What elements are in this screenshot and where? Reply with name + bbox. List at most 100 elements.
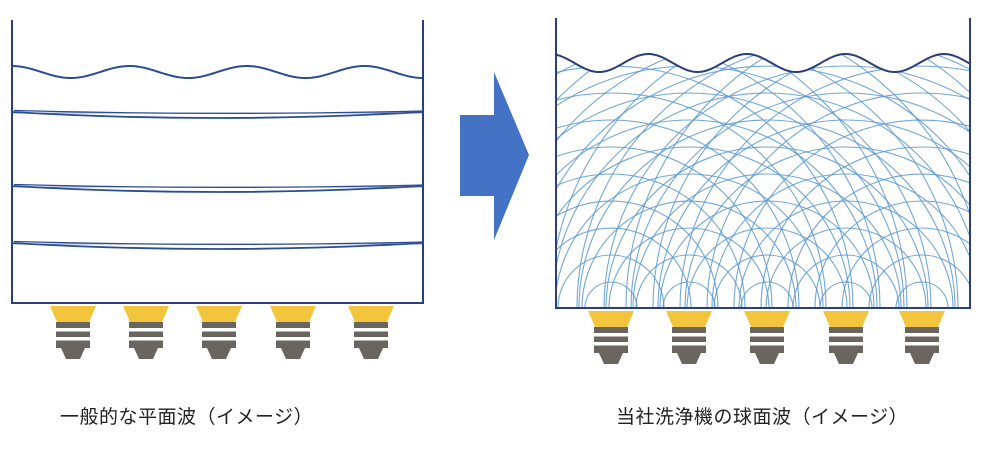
transducer-band bbox=[905, 333, 939, 337]
spherical-wave-arc bbox=[895, 281, 949, 308]
spherical-wave-arc bbox=[556, 54, 959, 308]
transducer-band bbox=[672, 342, 706, 346]
transducer-body bbox=[129, 322, 163, 348]
transducer-tip bbox=[207, 348, 231, 359]
left-panel-plane-wave bbox=[11, 20, 424, 359]
spherical-wave-arc bbox=[711, 173, 970, 308]
spherical-wave-arc bbox=[740, 281, 794, 308]
spherical-wave-arc bbox=[605, 146, 929, 308]
right-container-outline bbox=[555, 18, 971, 309]
spherical-wave-arc bbox=[556, 173, 746, 308]
spherical-wave-arc bbox=[733, 119, 970, 308]
spherical-wave-arc bbox=[581, 200, 797, 308]
spherical-wave-arc bbox=[713, 254, 821, 308]
spherical-wave-arc bbox=[630, 92, 970, 308]
transducer-tip bbox=[677, 353, 701, 364]
transducer-band bbox=[594, 333, 628, 337]
spherical-wave-arc bbox=[556, 92, 970, 308]
spherical-wave-arc bbox=[652, 54, 970, 308]
transducer-band bbox=[202, 337, 236, 341]
left-transducer bbox=[196, 306, 242, 359]
transducer-band bbox=[829, 342, 863, 346]
spherical-wave-arc bbox=[787, 173, 970, 308]
left-transducer bbox=[123, 306, 169, 359]
spherical-wave-arc bbox=[557, 254, 665, 308]
spherical-wave-arc bbox=[814, 200, 970, 308]
spherical-wave-arc bbox=[556, 54, 908, 308]
transducer-cap bbox=[744, 311, 790, 327]
transducer-body bbox=[829, 327, 863, 353]
transducer-band bbox=[354, 328, 388, 332]
plane-wavefront bbox=[11, 109, 424, 119]
transducer-band bbox=[276, 337, 310, 341]
spherical-wave-arc bbox=[632, 173, 902, 308]
transducer-band bbox=[129, 337, 163, 341]
transducer-cap bbox=[666, 311, 712, 327]
transducer-tip bbox=[61, 348, 85, 359]
spherical-wave-arc bbox=[657, 119, 970, 308]
transducer-cap bbox=[588, 311, 634, 327]
spherical-wave-arc bbox=[556, 54, 970, 308]
left-transducer bbox=[270, 306, 316, 359]
transducer-body bbox=[905, 327, 939, 353]
caption-spherical-wave: 当社洗浄機の球面波（イメージ） bbox=[616, 406, 909, 428]
spherical-wave-arc bbox=[841, 227, 970, 308]
transducer-band bbox=[829, 333, 863, 337]
spherical-wave-arc bbox=[608, 227, 770, 308]
transducer-cap bbox=[348, 306, 394, 322]
spherical-wave-arc bbox=[765, 227, 927, 308]
transducer-cap bbox=[50, 306, 96, 322]
transducer-tip bbox=[910, 353, 934, 364]
transducer-band bbox=[672, 333, 706, 337]
spherical-wave-arc bbox=[679, 65, 970, 308]
transducer-band bbox=[56, 337, 90, 341]
transducer-tip bbox=[134, 348, 158, 359]
right-transducer bbox=[823, 311, 869, 364]
spherical-wave-arc bbox=[684, 146, 970, 308]
left-surface-wave bbox=[11, 64, 423, 80]
plane-wavefront bbox=[11, 240, 424, 250]
transducer-tip bbox=[359, 348, 383, 359]
transducer-band bbox=[276, 328, 310, 332]
spherical-wave-arc bbox=[556, 65, 970, 308]
transducer-body bbox=[202, 322, 236, 348]
spherical-wave-arc bbox=[760, 146, 970, 308]
right-surface-wave bbox=[555, 52, 971, 74]
spherical-wavefronts bbox=[556, 54, 970, 308]
transducer-cap bbox=[270, 306, 316, 322]
spherical-wave-arc bbox=[556, 200, 719, 308]
transducer-cap bbox=[196, 306, 242, 322]
transducer-band bbox=[750, 342, 784, 346]
transducer-tip bbox=[599, 353, 623, 364]
transducer-band bbox=[202, 328, 236, 332]
left-transducer bbox=[50, 306, 96, 359]
spherical-wave-arc bbox=[556, 119, 800, 308]
right-transducer bbox=[666, 311, 712, 364]
transition-arrow bbox=[460, 72, 529, 240]
transducer-tip bbox=[755, 353, 779, 364]
spherical-wave-arc bbox=[556, 54, 970, 308]
transducer-band bbox=[129, 328, 163, 332]
spherical-wave-arc bbox=[625, 54, 970, 308]
transducer-body bbox=[672, 327, 706, 353]
transducer-band bbox=[905, 342, 939, 346]
left-transducer bbox=[348, 306, 394, 359]
plane-wavefront bbox=[11, 183, 424, 193]
spherical-wave-arc bbox=[556, 146, 851, 308]
transducer-tip bbox=[834, 353, 858, 364]
transducer-band bbox=[750, 333, 784, 337]
transducer-cap bbox=[823, 311, 869, 327]
transducer-body bbox=[354, 322, 388, 348]
spherical-wave-arc bbox=[556, 92, 905, 308]
spherical-wave-arc bbox=[792, 254, 900, 308]
spherical-wave-arc bbox=[738, 200, 954, 308]
transducer-body bbox=[750, 327, 784, 353]
transducer-cap bbox=[123, 306, 169, 322]
transducer-body bbox=[56, 322, 90, 348]
spherical-wave-arc bbox=[576, 54, 970, 308]
right-transducer bbox=[744, 311, 790, 364]
transducer-tip bbox=[281, 348, 305, 359]
right-transducer bbox=[588, 311, 634, 364]
left-container-outline bbox=[11, 20, 424, 304]
